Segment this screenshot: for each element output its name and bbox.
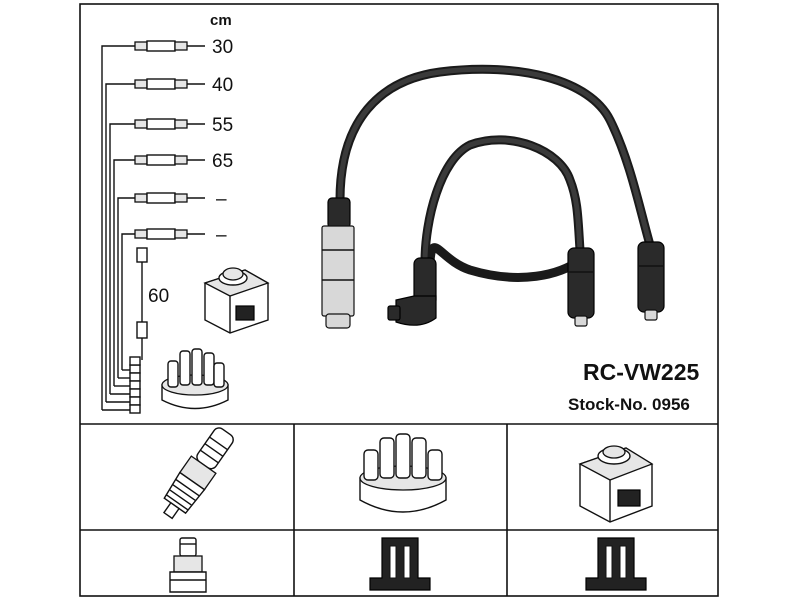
wire-row: 65 [113,151,233,386]
part-number: RC-VW225 [583,359,700,385]
wire-row: – [117,189,227,378]
ignition-coil-icon [203,267,270,334]
spark-plug-icon [162,427,234,520]
cap-terminal-icon [369,537,431,591]
ignition-coil-icon [578,445,654,523]
wire-length-label: 30 [212,37,233,58]
plug-boot [567,247,595,327]
coil-terminal-icon [585,537,647,591]
unit-label: cm [210,12,232,29]
plug-boot [637,241,665,321]
distributor-cap-icon [359,433,447,513]
coil-lead: 60 [136,247,169,360]
distributor-cap-icon [161,348,229,410]
wire-row: 55 [109,115,233,394]
wire-length-legend: 30 40 55 65 [101,37,233,414]
wire-row: 40 [105,75,233,402]
ignition-cable-illustration [321,64,665,329]
stock-number: Stock-No. 0956 [568,395,690,414]
wire-length-label: – [216,189,227,210]
wire-row: 30 [101,37,233,410]
angled-boot [387,257,437,326]
wire-length-label: – [216,225,227,246]
wire-length-label: 55 [212,115,233,136]
straight-boot [321,197,355,329]
plug-connector-icon [169,537,207,593]
wire-length-label: 40 [212,75,233,96]
coil-lead-length-label: 60 [148,286,169,307]
wire-row: – [121,225,227,370]
wire-length-label: 65 [212,151,233,172]
diagram-frame [79,3,719,597]
terminal-stack [102,356,141,414]
